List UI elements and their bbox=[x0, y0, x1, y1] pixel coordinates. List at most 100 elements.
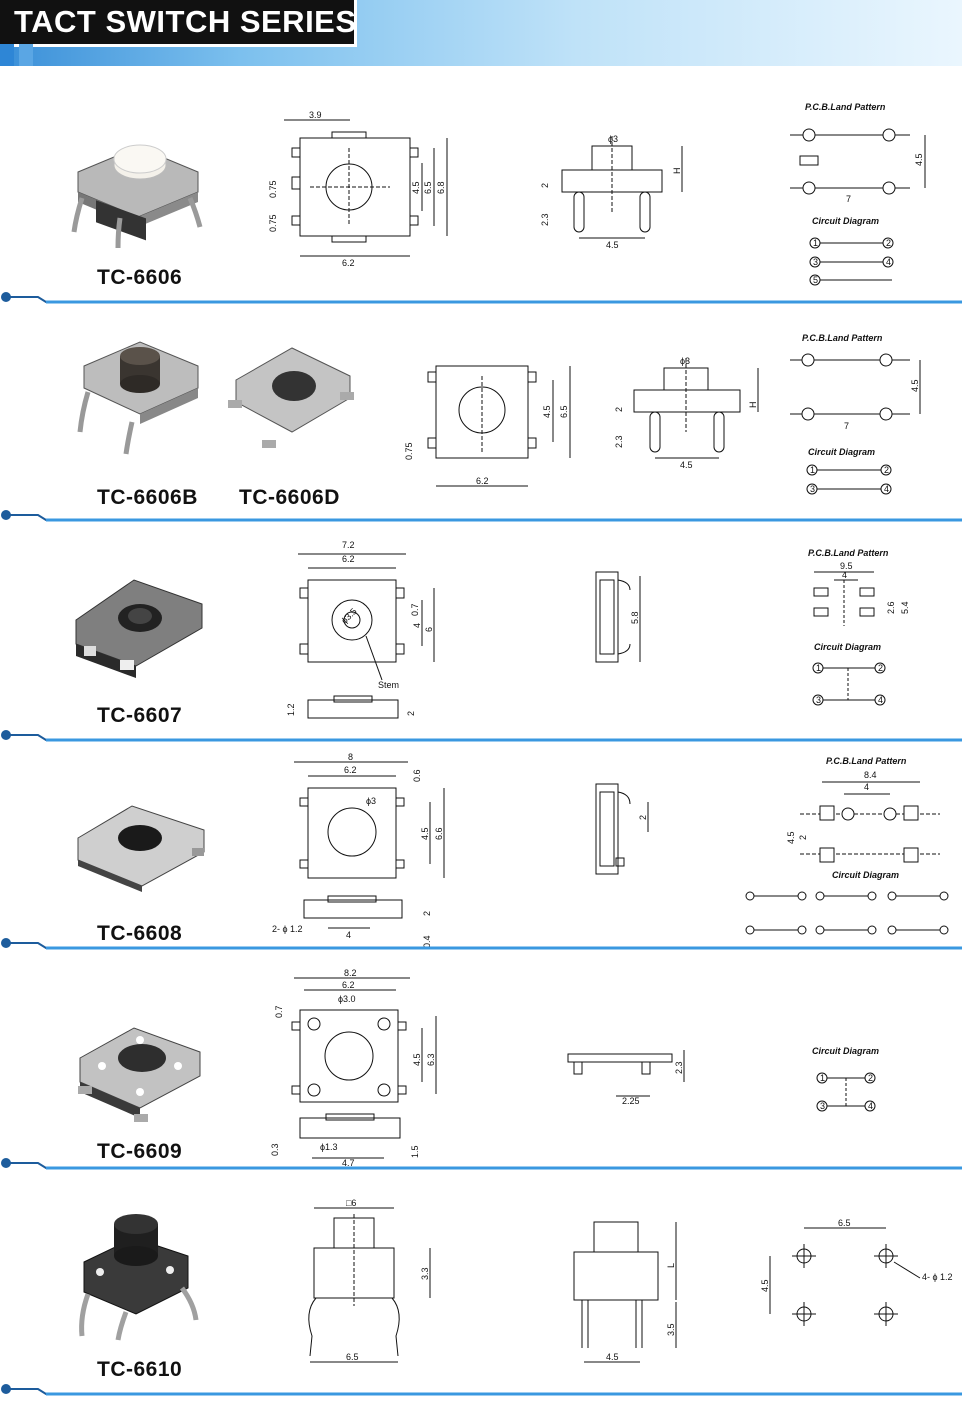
pcb-drawing: 6.5 4- ϕ 1.2 4.5 bbox=[760, 1218, 953, 1326]
dim-label: 8.2 bbox=[344, 968, 357, 978]
dim-label: 4.5 bbox=[606, 240, 619, 250]
circuit-diagram: 1 2 3 4 bbox=[816, 1072, 876, 1112]
dim-label: 2.6 bbox=[886, 601, 896, 614]
header-stripe bbox=[0, 44, 14, 66]
circuit-drawing: Circuit Diagram 1 2 3 4 bbox=[812, 1046, 879, 1112]
circuit-label: Circuit Diagram bbox=[812, 1046, 879, 1056]
top-view-drawing: 3.9 6.2 6.8 6.5 4.5 0.75 0.75 bbox=[268, 110, 448, 268]
circuit-diagram bbox=[745, 891, 949, 935]
side-view-drawing: 2.3 2.25 bbox=[567, 1050, 685, 1106]
circuit-label: Circuit Diagram bbox=[814, 642, 881, 652]
pin-label: 4 bbox=[884, 484, 889, 494]
dim-label: 0.6 bbox=[412, 769, 422, 782]
product-photo-tc-6607 bbox=[75, 579, 203, 678]
circuit-diagram: 1 2 3 4 bbox=[806, 464, 892, 495]
dim-label: 3.3 bbox=[420, 1267, 430, 1280]
dim-label: 2 bbox=[406, 711, 416, 716]
dim-label: 4 bbox=[346, 930, 351, 940]
dim-label: 3.9 bbox=[309, 110, 322, 120]
dim-label: 2 bbox=[638, 815, 648, 820]
dim-label: 0.75 bbox=[404, 442, 414, 460]
circuit-label: Circuit Diagram bbox=[812, 216, 879, 226]
pcb-label: P.C.B.Land Pattern bbox=[826, 756, 907, 766]
dim-label: 6.5 bbox=[423, 181, 433, 194]
dim-label: H bbox=[672, 168, 682, 175]
section-divider bbox=[1, 1384, 962, 1396]
dim-label: H bbox=[748, 402, 758, 409]
pin-label: 2 bbox=[884, 465, 889, 475]
dim-label: 9.5 bbox=[840, 561, 853, 571]
pin-label: 3 bbox=[810, 484, 815, 494]
dim-label: 4 bbox=[842, 570, 847, 580]
section-tc-6609: TC-6609 8.2 6.2 ϕ3.0 6.3 4.5 0.7 ϕ1.3 4.… bbox=[0, 962, 962, 1182]
section-divider bbox=[1, 292, 962, 304]
dim-label: 4.5 bbox=[760, 1279, 770, 1292]
model-name: TC-6606D bbox=[239, 486, 340, 509]
side-view-drawing: L 3.5 4.5 bbox=[573, 1221, 677, 1363]
circuit-label: Circuit Diagram bbox=[832, 870, 899, 880]
dim-label: ϕ1.3 bbox=[320, 1142, 338, 1152]
dim-label: 6.5 bbox=[346, 1352, 359, 1362]
pin-label: 5 bbox=[813, 275, 818, 285]
pcb-label: P.C.B.Land Pattern bbox=[805, 102, 886, 112]
pin-label: 3 bbox=[813, 257, 818, 267]
pcb-circuit-drawing: P.C.B.Land Pattern 4.5 7 Circuit Diagram… bbox=[790, 102, 926, 286]
section-divider bbox=[1, 730, 962, 742]
dim-label: 2- ϕ 1.2 bbox=[272, 924, 303, 934]
pin-label: 1 bbox=[816, 663, 821, 673]
dim-label: 4 bbox=[412, 623, 422, 628]
section-tc-6610: TC-6610 □6 3.3 6.5 L 3.5 4.5 6.5 bbox=[0, 1182, 962, 1413]
dim-label: 2 bbox=[422, 911, 432, 916]
dim-label: 0.75 bbox=[268, 214, 278, 232]
stem-label: Stem bbox=[378, 680, 399, 690]
section-tc-6606: TC-6606 3.9 6.2 6.8 6.5 4.5 0.75 0.75 ϕ3 bbox=[0, 66, 962, 306]
dim-label: 4- ϕ 1.2 bbox=[922, 1272, 953, 1282]
dim-label: ϕ3 bbox=[608, 134, 618, 144]
header-stripe bbox=[19, 44, 33, 66]
dim-label: 4.5 bbox=[420, 827, 430, 840]
dim-label: □6 bbox=[346, 1198, 356, 1208]
product-photo-tc-6606b bbox=[77, 341, 199, 455]
product-photo-tc-6610 bbox=[79, 1214, 199, 1341]
dim-label: 7.2 bbox=[342, 540, 355, 550]
dim-label: 6.2 bbox=[342, 980, 355, 990]
dim-label: 6.3 bbox=[426, 1053, 436, 1066]
dim-label: 2.3 bbox=[614, 435, 624, 448]
pin-label: 2 bbox=[868, 1073, 873, 1083]
dim-label: ϕ3.5 bbox=[339, 606, 358, 625]
dim-label: 6.6 bbox=[434, 827, 444, 840]
dim-label: 6.2 bbox=[342, 554, 355, 564]
circuit-diagram: 1 2 3 4 5 bbox=[809, 237, 894, 286]
model-name: TC-6610 bbox=[97, 1358, 183, 1381]
pin-label: 2 bbox=[886, 238, 891, 248]
pcb-circuit-drawing: P.C.B.Land Pattern 9.5 4 2.6 5.4 Circuit… bbox=[808, 548, 910, 706]
side-view-drawing: 5.8 bbox=[595, 571, 641, 663]
side-view-drawing: ϕ3 H 2 2.3 4.5 bbox=[614, 356, 759, 470]
dim-label: 1.2 bbox=[286, 703, 296, 716]
dim-label: 6.8 bbox=[436, 181, 446, 194]
dim-label: 4.5 bbox=[412, 1053, 422, 1066]
dim-label: 6.5 bbox=[559, 405, 569, 418]
pin-label: 3 bbox=[816, 695, 821, 705]
model-name: TC-6606B bbox=[97, 486, 198, 509]
dim-label: 4.5 bbox=[606, 1352, 619, 1362]
product-photo-tc-6608 bbox=[77, 805, 205, 892]
dim-label: 2 bbox=[614, 407, 624, 412]
section-divider bbox=[1, 1158, 962, 1170]
pin-label: 4 bbox=[878, 695, 883, 705]
dim-label: 4.5 bbox=[542, 405, 552, 418]
dim-label: 0.75 bbox=[268, 180, 278, 198]
page-title: TACT SWITCH SERIES bbox=[14, 4, 357, 39]
side-view-drawing: ϕ3 H 2 2.3 4.5 bbox=[540, 134, 683, 250]
pin-label: 4 bbox=[886, 257, 891, 267]
dim-label: 3.5 bbox=[666, 1323, 676, 1336]
pin-label: 1 bbox=[810, 465, 815, 475]
pcb-circuit-drawing: P.C.B.Land Pattern 4.5 7 Circuit Diagram… bbox=[790, 333, 921, 495]
dim-label: 2 bbox=[798, 835, 808, 840]
dim-label: ϕ3.0 bbox=[338, 994, 356, 1004]
dim-label: 4.5 bbox=[680, 460, 693, 470]
dim-label: 0.7 bbox=[274, 1005, 284, 1018]
dim-label: ϕ3 bbox=[366, 796, 376, 806]
dim-label: 8.4 bbox=[864, 770, 877, 780]
top-view-drawing: 8 6.2 ϕ3 6.6 4.5 0.6 4 2- ϕ 1.2 2 0.4 bbox=[272, 752, 445, 948]
